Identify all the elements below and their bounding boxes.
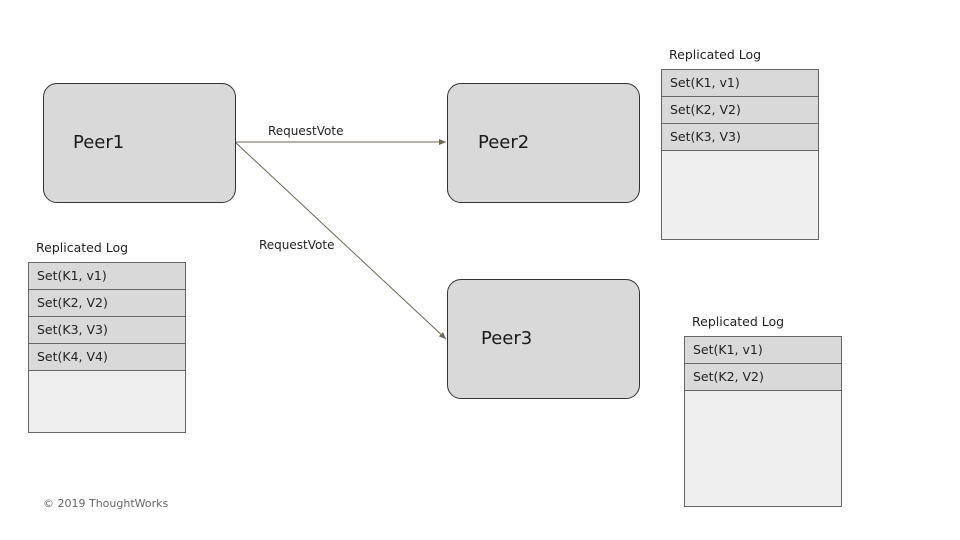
- log-title: Replicated Log: [36, 240, 129, 255]
- peer1-label: Peer1: [73, 132, 125, 153]
- peer2-node: Peer2: [447, 83, 640, 203]
- request-vote-label-peer3: RequestVote: [259, 238, 335, 252]
- log-entry: Set(K1, v1): [685, 337, 841, 364]
- arrow-peer1-to-peer3: [234, 141, 447, 340]
- peer2-label: Peer2: [478, 132, 530, 153]
- request-vote-label-peer2: RequestVote: [268, 124, 344, 138]
- log-table: Set(K1, v1) Set(K2, V2) Set(K3, V3): [661, 69, 819, 240]
- log-entry: Set(K4, V4): [29, 344, 185, 371]
- log-title: Replicated Log: [692, 314, 785, 329]
- peer1-node: Peer1: [43, 83, 236, 203]
- copyright-notice: © 2019 ThoughtWorks: [43, 497, 169, 510]
- log-entry: Set(K3, V3): [29, 317, 185, 344]
- log-table: Set(K1, v1) Set(K2, V2): [684, 336, 842, 507]
- log-entry: Set(K3, V3): [662, 124, 818, 151]
- log-table: Set(K1, v1) Set(K2, V2) Set(K3, V3) Set(…: [28, 262, 186, 433]
- log-entry: Set(K1, v1): [29, 263, 185, 290]
- log-entry: Set(K2, V2): [685, 364, 841, 391]
- peer3-node: Peer3: [447, 279, 640, 399]
- log-entry: Set(K2, V2): [662, 97, 818, 124]
- peer3-label: Peer3: [481, 328, 533, 349]
- log-entry: Set(K2, V2): [29, 290, 185, 317]
- log-entry: Set(K1, v1): [662, 70, 818, 97]
- log-title: Replicated Log: [669, 47, 762, 62]
